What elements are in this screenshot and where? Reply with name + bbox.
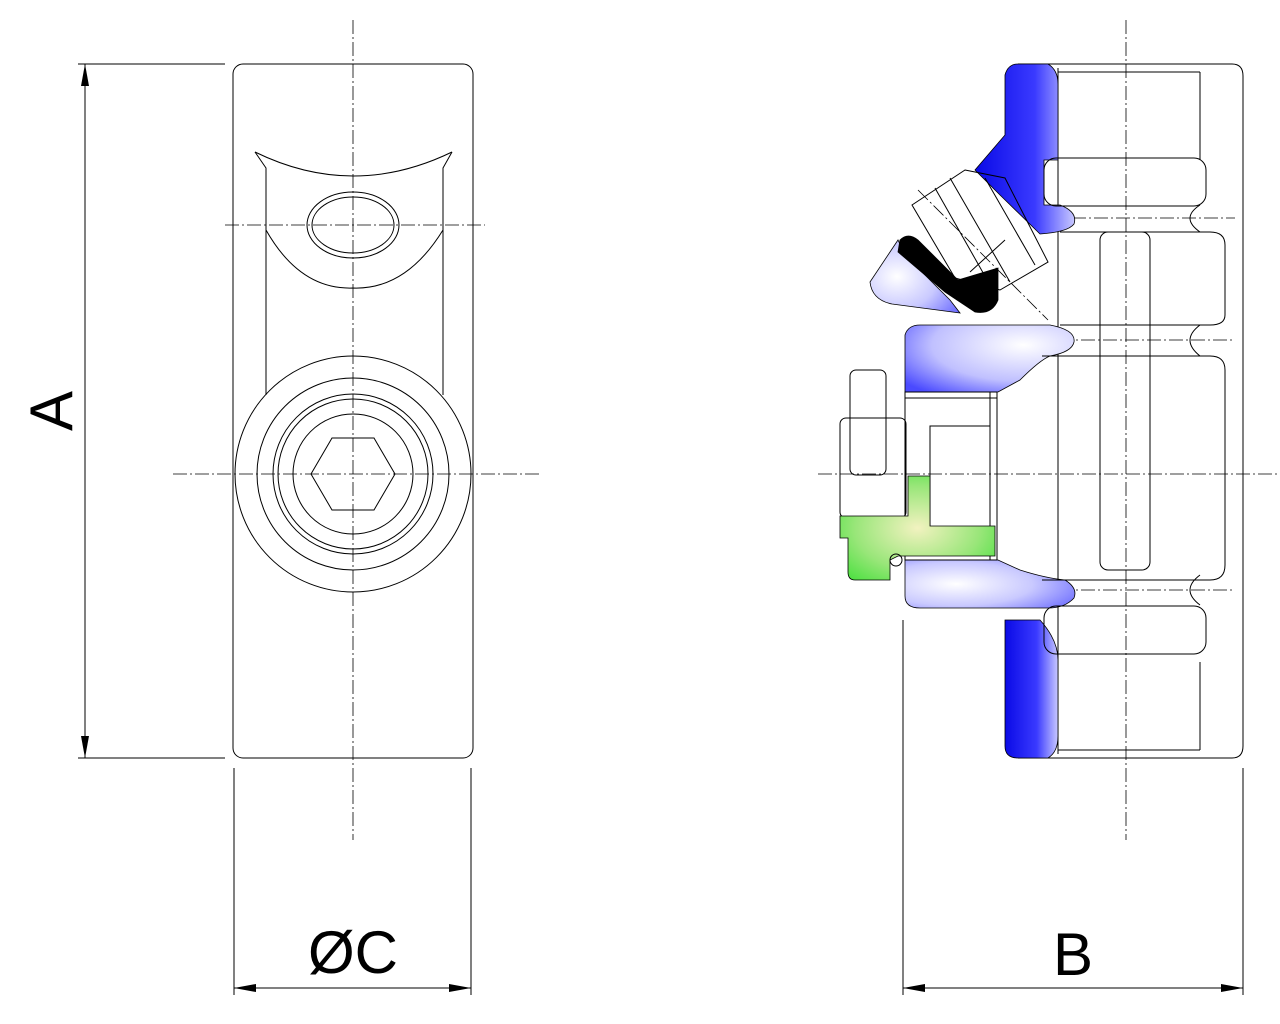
body-section-lower-mid — [904, 559, 1076, 609]
plug-axis-centerline — [917, 189, 1049, 321]
angled-plug — [897, 169, 1049, 313]
body-outline — [232, 63, 474, 759]
stem-cap — [849, 369, 887, 476]
dimension-label-b: B — [1053, 921, 1093, 988]
section-view: B — [818, 20, 1280, 995]
handle-top-curve — [254, 151, 453, 177]
dim-c-arrow-right — [449, 984, 471, 992]
port-circle-3 — [272, 393, 434, 555]
port-circle-5 — [292, 413, 414, 535]
dim-c-arrow-left — [234, 984, 256, 992]
groove-notch-1 — [1189, 204, 1201, 233]
stem-assembly — [839, 369, 998, 581]
body-section-bottom — [1004, 619, 1059, 759]
plug-line-3 — [984, 177, 1036, 266]
dim-a-arrow-bottom — [81, 736, 89, 758]
body-section-arm — [869, 239, 961, 314]
stem-block — [904, 391, 998, 561]
body-section-top — [974, 63, 1076, 235]
section-body-outline — [1018, 63, 1244, 759]
stem-pin — [889, 553, 903, 567]
bottom-passage — [1043, 605, 1207, 655]
handle-left-edge — [254, 151, 267, 395]
dim-b-arrow-right — [1221, 984, 1243, 992]
plug-line-4 — [969, 239, 1006, 273]
dimension-label-c: ØC — [308, 919, 398, 986]
handle-bottom-curve — [265, 229, 444, 289]
port-circle-outer — [234, 355, 472, 593]
dim-b-arrow-left — [903, 984, 925, 992]
handle-right-edge — [442, 151, 453, 395]
seal-section — [897, 235, 999, 313]
top-passage — [1043, 157, 1207, 207]
ball-bore — [1099, 231, 1151, 571]
main-cavity — [1042, 355, 1226, 581]
groove-notch-3 — [1189, 574, 1201, 606]
plug-line-2 — [949, 177, 1011, 283]
groove-notch-2 — [1189, 324, 1201, 357]
end-view: A ØC — [18, 20, 540, 995]
hex-socket — [310, 437, 396, 511]
stem-inner-outline — [929, 425, 990, 526]
dim-a-arrow-top — [81, 64, 89, 86]
plug-body — [911, 169, 1049, 291]
body-section-upper-mid — [904, 324, 1075, 393]
port-circle-2 — [256, 377, 450, 571]
stem-section — [839, 475, 996, 581]
plug-line-1 — [934, 187, 991, 286]
handle-hole-inner — [311, 196, 395, 254]
upper-cavity — [1060, 231, 1226, 326]
dimension-label-a: A — [18, 391, 85, 431]
handle-hole-outer — [306, 191, 400, 259]
port-circle-4 — [277, 398, 429, 550]
